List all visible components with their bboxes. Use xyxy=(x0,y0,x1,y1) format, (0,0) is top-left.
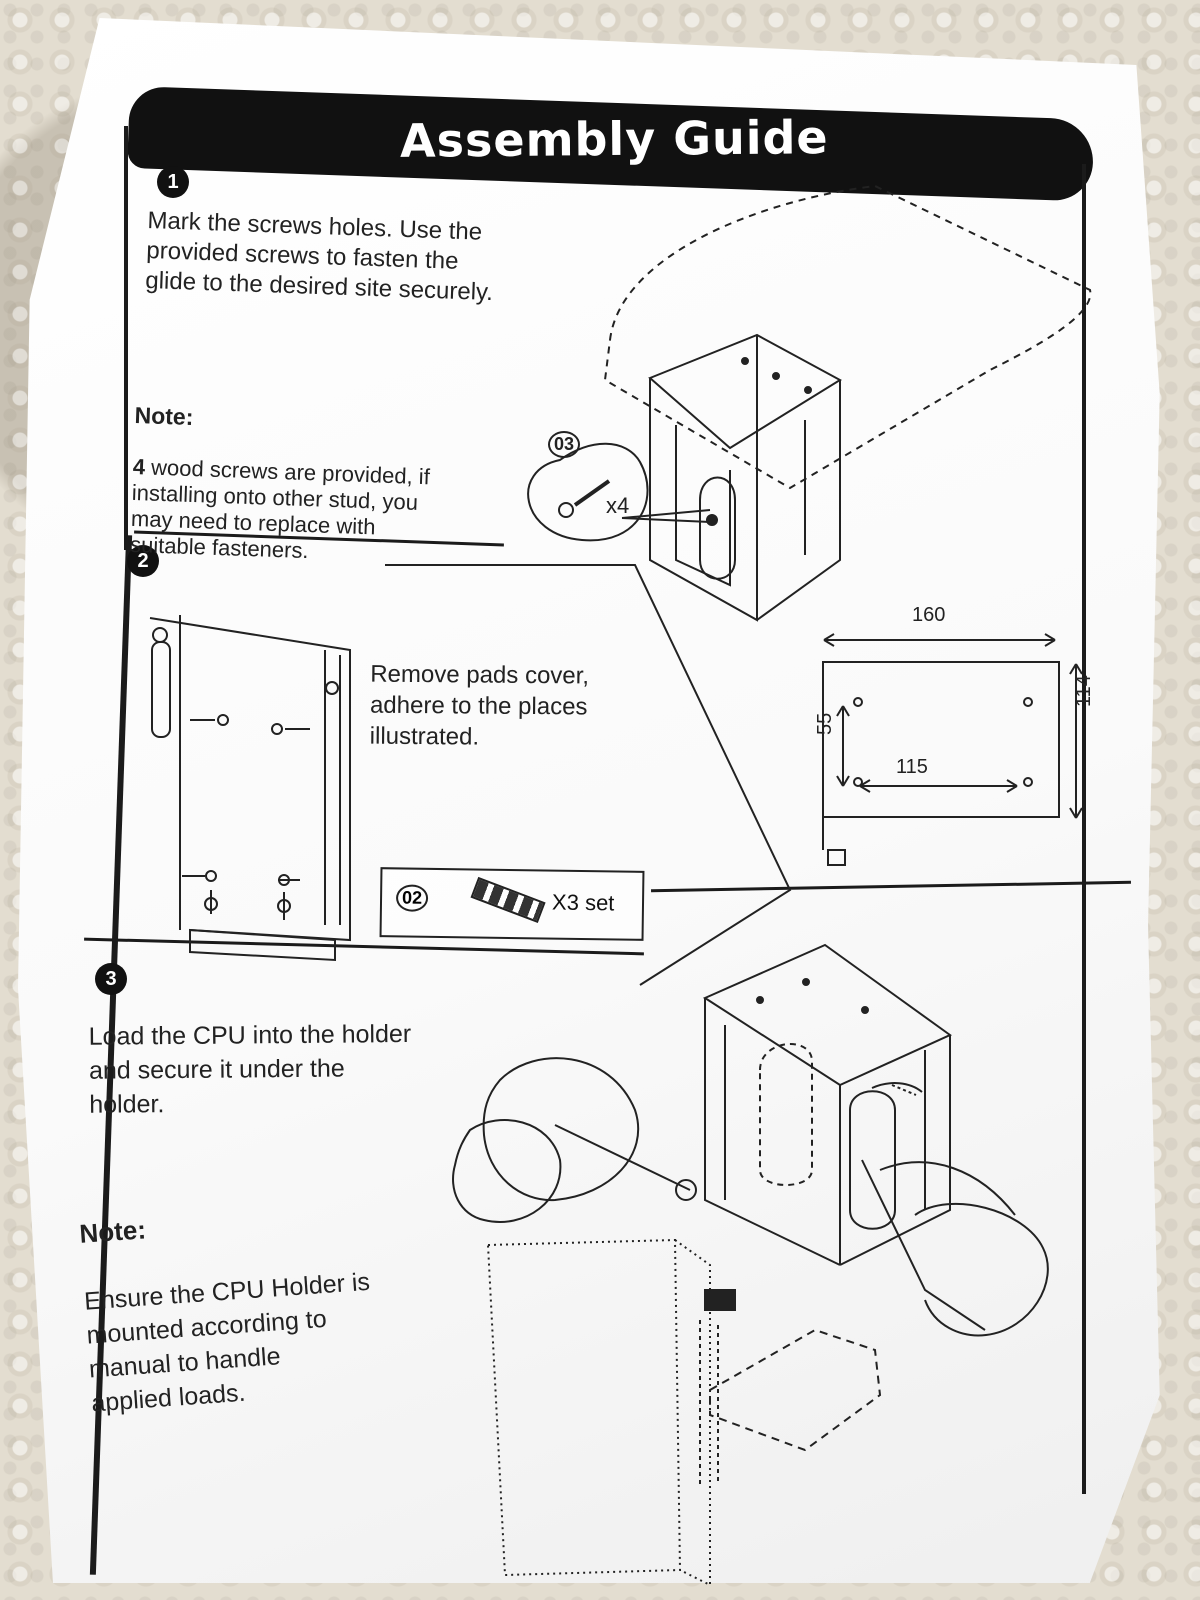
step-1-badge: 1 xyxy=(157,166,189,198)
screw-icon xyxy=(573,479,611,507)
instruction-sheet xyxy=(18,18,1160,1583)
frame-left-line-step1 xyxy=(124,126,128,550)
step-2-badge: 2 xyxy=(127,545,159,577)
dimension-horizontal-spacing: 115 xyxy=(896,756,928,778)
step-1-illustration xyxy=(527,184,1092,622)
step-2-illustration xyxy=(149,564,792,986)
frame-right-line xyxy=(1082,164,1086,1494)
dimension-width: 160 xyxy=(912,604,946,626)
hand-icon xyxy=(452,1119,562,1223)
hand-icon xyxy=(914,1202,1049,1337)
step-2-dimension-diagram xyxy=(822,633,1083,866)
step-3-illustration xyxy=(452,943,1049,1587)
step-1-screw-qty: x4 xyxy=(606,493,630,518)
step-3-badge: 3 xyxy=(95,963,127,995)
